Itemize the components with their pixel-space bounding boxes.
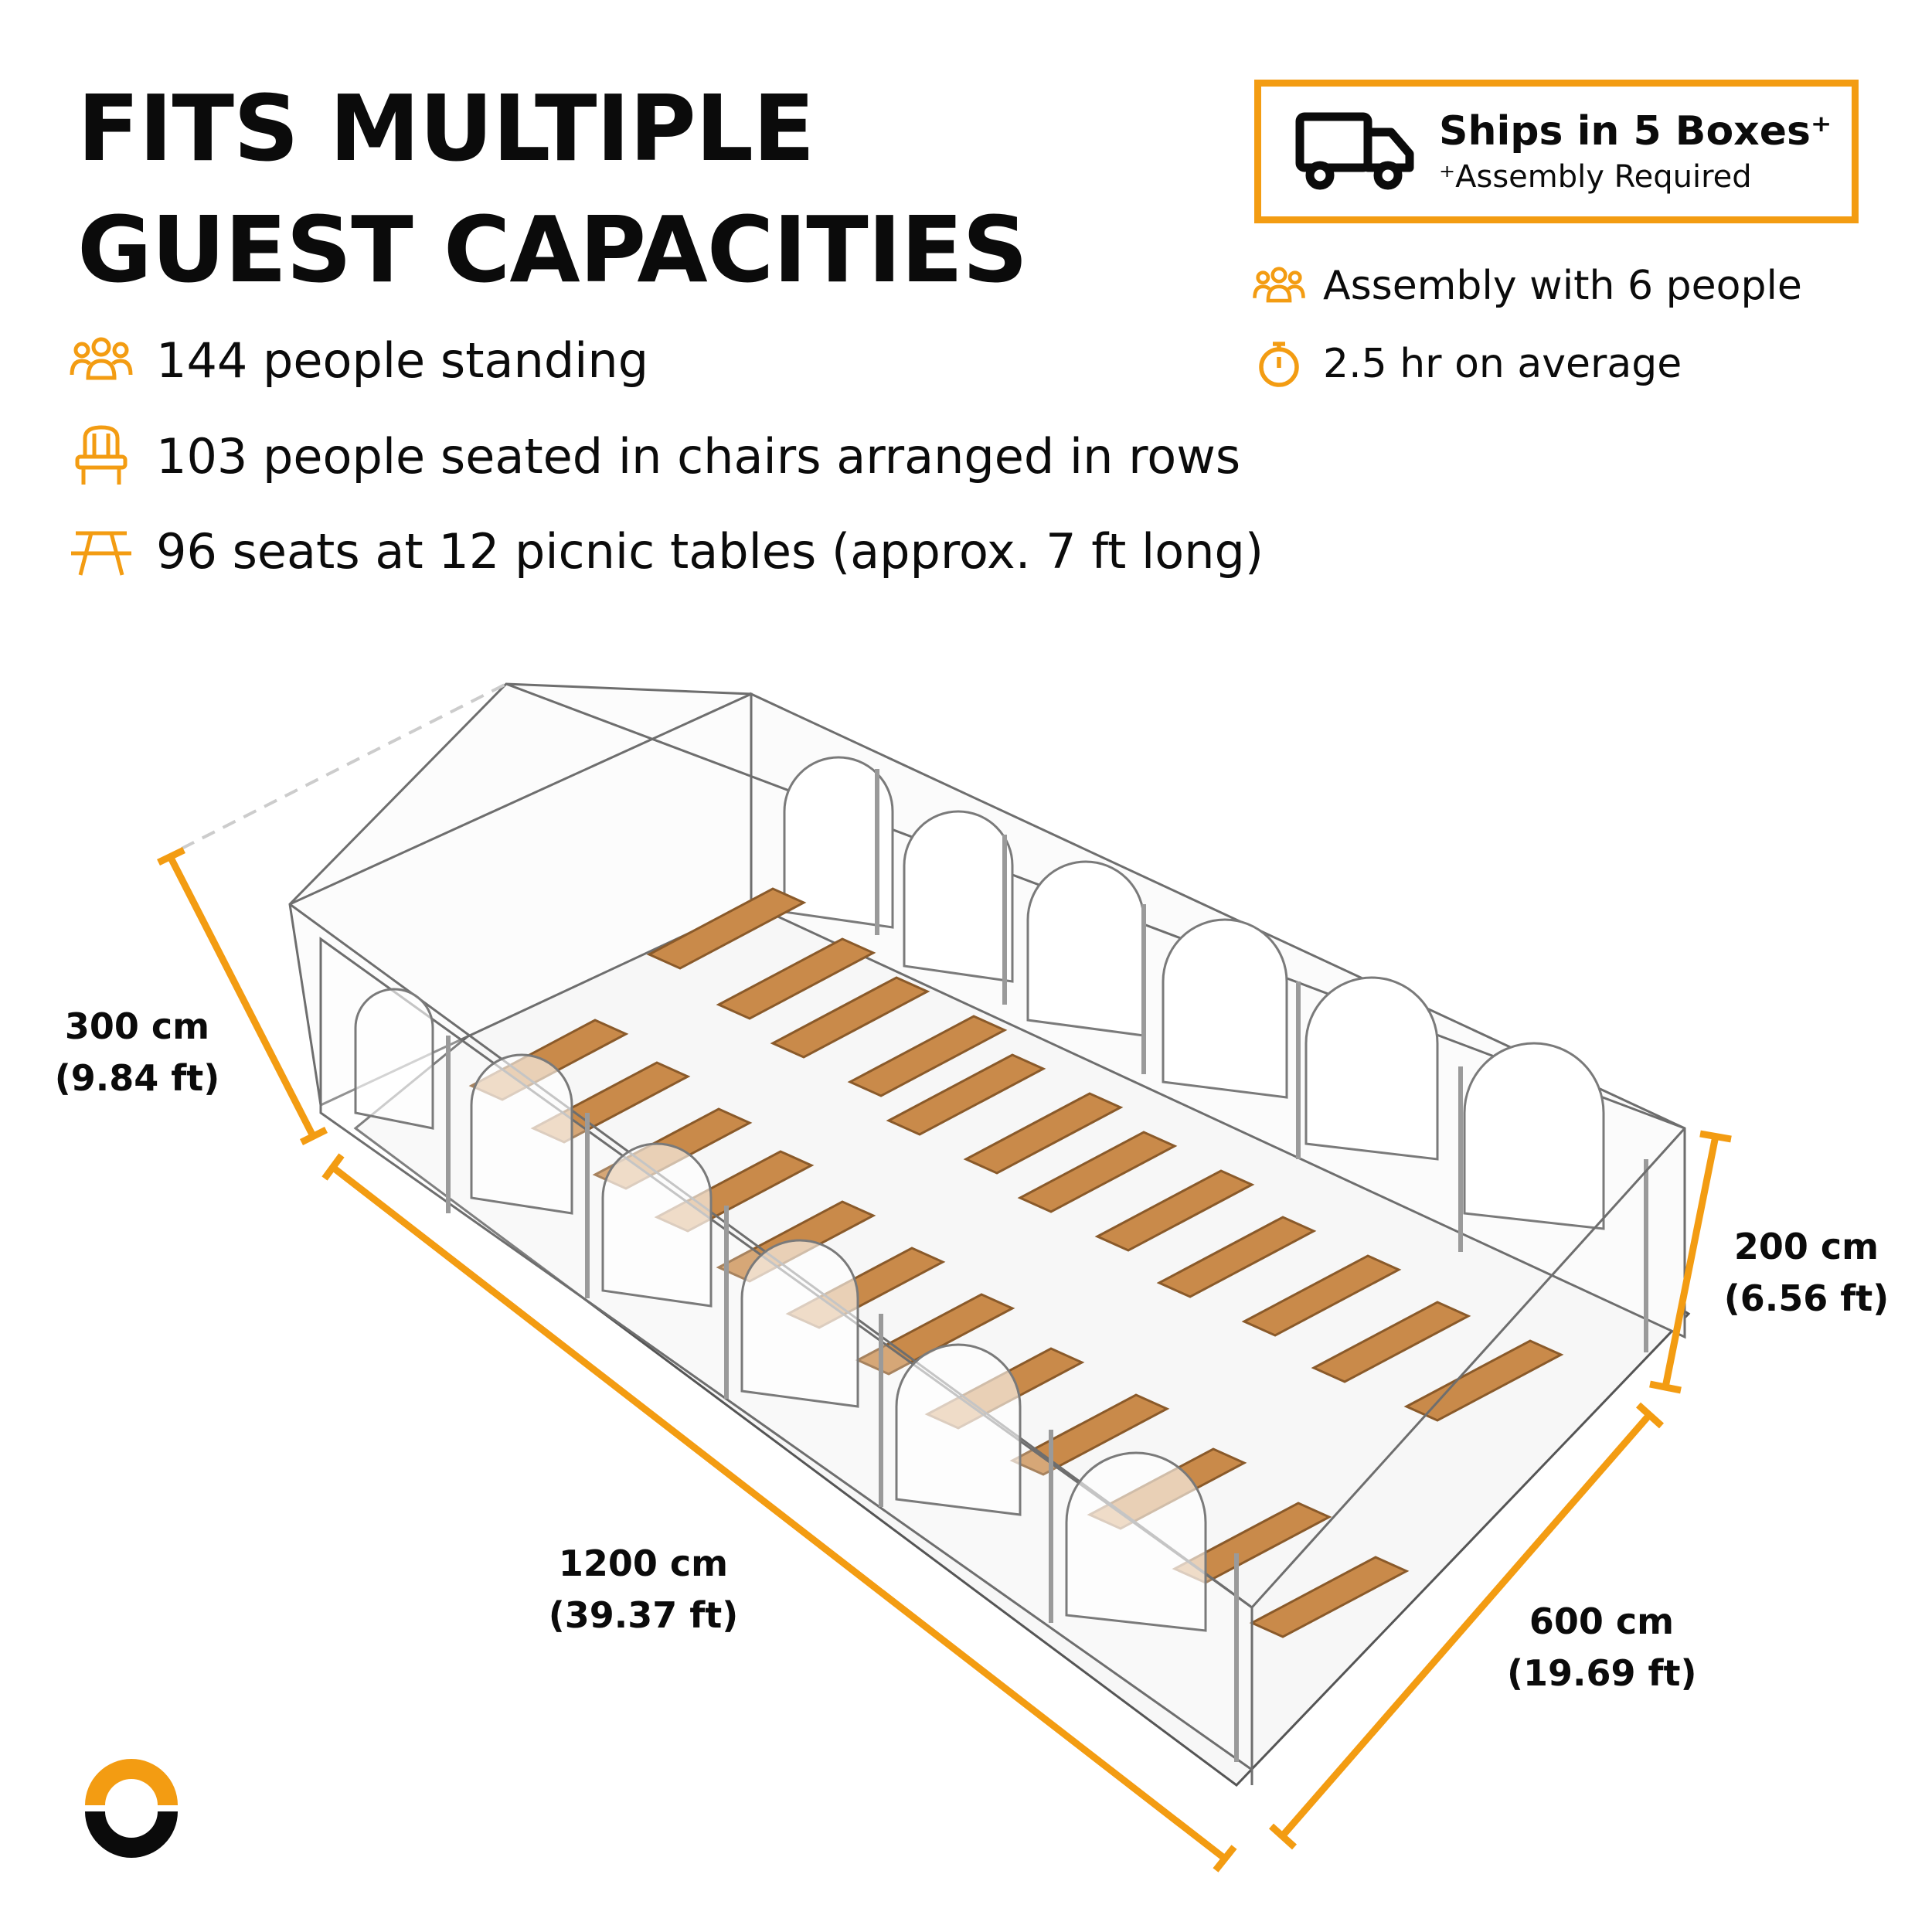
assembly-people: Assembly with 6 people [1252,263,1802,309]
dimension-metric: 1200 cm [558,1543,729,1584]
capacity-standing: 144 people standing [70,328,648,392]
chair-icon [70,424,133,488]
assembly-people-text: Assembly with 6 people [1323,263,1802,309]
capacity-text: 96 seats at 12 picnic tables (approx. 7 … [156,522,1264,580]
dimension-imperial: (19.69 ft) [1507,1652,1697,1694]
dimension-imperial: (39.37 ft) [548,1594,739,1636]
assembly-time: 2.5 hr on average [1252,340,1682,388]
capacity-text: 144 people standing [156,332,649,389]
capacity-seated: 103 people seated in chairs arranged in … [70,424,1240,488]
dimension-length: 1200 cm (39.37 ft) [545,1538,742,1641]
title-line-2: GUEST CAPACITIES [77,196,1028,303]
page-title: FITS MULTIPLE GUEST CAPACITIES [77,68,1028,311]
dimension-width: 600 cm (19.69 ft) [1507,1596,1697,1699]
ridge-guide-line [181,682,507,850]
shipping-main-text: Ships in 5 Boxes⁺ [1439,108,1832,155]
shipping-sub-text: ⁺Assembly Required [1439,159,1752,195]
assembly-time-text: 2.5 hr on average [1323,341,1682,387]
dimension-ridge-height: 300 cm (9.84 ft) [54,1001,220,1104]
capacity-tables: 96 seats at 12 picnic tables (approx. 7 … [70,519,1264,583]
dimension-metric: 600 cm [1529,1600,1675,1642]
truck-icon [1294,109,1417,194]
shipping-info-box: Ships in 5 Boxes⁺ ⁺Assembly Required [1254,80,1859,223]
dimension-imperial: (9.84 ft) [54,1057,220,1099]
dimension-side-height: 200 cm (6.56 ft) [1719,1221,1893,1325]
capacity-text: 103 people seated in chairs arranged in … [156,427,1241,485]
picnic-table-icon [70,519,133,583]
tent-poles [875,769,1648,1352]
dimension-metric: 300 cm [64,1005,210,1047]
people-group-icon [70,328,133,392]
back-windows [783,756,1605,1230]
dimension-lines [157,846,1732,1872]
title-line-1: FITS MULTIPLE [77,75,815,182]
people-group-icon [1252,264,1306,308]
stopwatch-icon [1257,340,1301,388]
brand-logo [85,1759,178,1858]
dimension-metric: 200 cm [1733,1226,1879,1267]
dimension-imperial: (6.56 ft) [1723,1277,1889,1319]
front-poles [446,1036,1239,1762]
front-windows [354,988,1207,1632]
